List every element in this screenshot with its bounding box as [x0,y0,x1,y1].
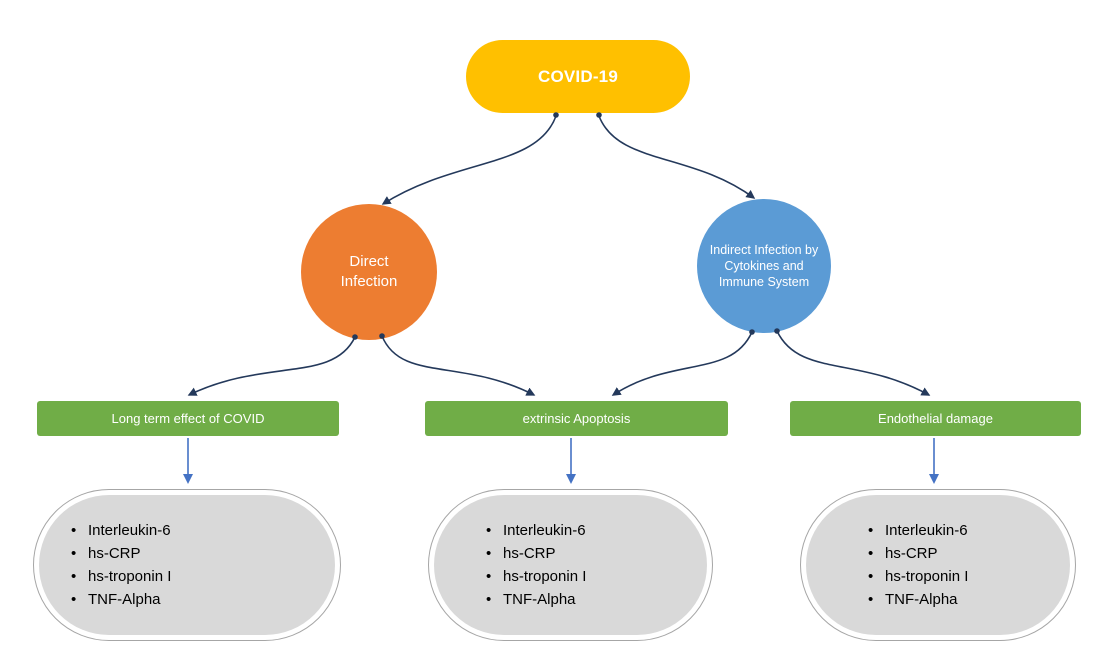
biomarker-box-long-term-fill: Interleukin-6 hs-CRP hs-troponin I TNF-A… [39,495,335,635]
biomarker-item: TNF-Alpha [868,588,968,611]
connector-direct-to-long-term [187,336,356,396]
biomarker-box-apoptosis-fill: Interleukin-6 hs-CRP hs-troponin I TNF-A… [434,495,707,635]
connector-indirect-to-apoptosis [611,331,753,396]
biomarker-item: hs-troponin I [486,565,586,588]
biomarker-box-apoptosis: Interleukin-6 hs-CRP hs-troponin I TNF-A… [428,489,713,641]
outcome-extrinsic-apoptosis-label: extrinsic Apoptosis [522,411,631,426]
covid-root-node: COVID-19 [466,40,690,113]
connector-dot [553,112,559,118]
connector-indirect-to-endothelial [776,330,931,396]
biomarker-item: hs-troponin I [71,565,171,588]
outcome-endothelial-damage-label: Endothelial damage [878,411,993,426]
biomarker-box-long-term: Interleukin-6 hs-CRP hs-troponin I TNF-A… [33,489,341,641]
outcome-endothelial-damage: Endothelial damage [790,401,1081,436]
direct-infection-label: Direct Infection [340,252,398,290]
biomarker-item: hs-CRP [486,542,586,565]
biomarker-box-endothelial: Interleukin-6 hs-CRP hs-troponin I TNF-A… [800,489,1076,641]
biomarker-item: Interleukin-6 [71,519,171,542]
outcome-long-term-effect: Long term effect of COVID [37,401,339,436]
connector-direct-to-apoptosis [381,335,536,396]
connector-dot [596,112,602,118]
biomarker-item: Interleukin-6 [486,519,586,542]
indirect-infection-label: Indirect Infection by Cytokines and Immu… [709,242,819,290]
outcome-long-term-effect-label: Long term effect of COVID [111,411,265,426]
biomarker-item: Interleukin-6 [868,519,968,542]
biomarker-item: hs-troponin I [868,565,968,588]
direct-infection-node: Direct Infection [301,204,437,340]
biomarker-list: Interleukin-6 hs-CRP hs-troponin I TNF-A… [39,519,171,611]
connector-covid-to-direct [381,115,557,205]
biomarker-box-endothelial-fill: Interleukin-6 hs-CRP hs-troponin I TNF-A… [806,495,1070,635]
indirect-infection-node: Indirect Infection by Cytokines and Immu… [697,199,831,333]
biomarker-item: hs-CRP [71,542,171,565]
connector-covid-to-indirect [598,115,756,199]
biomarker-item: TNF-Alpha [71,588,171,611]
biomarker-list: Interleukin-6 hs-CRP hs-troponin I TNF-A… [434,519,586,611]
outcome-extrinsic-apoptosis: extrinsic Apoptosis [425,401,728,436]
covid-root-label: COVID-19 [537,66,618,86]
biomarker-item: TNF-Alpha [486,588,586,611]
biomarker-item: hs-CRP [868,542,968,565]
biomarker-list: Interleukin-6 hs-CRP hs-troponin I TNF-A… [806,519,968,611]
